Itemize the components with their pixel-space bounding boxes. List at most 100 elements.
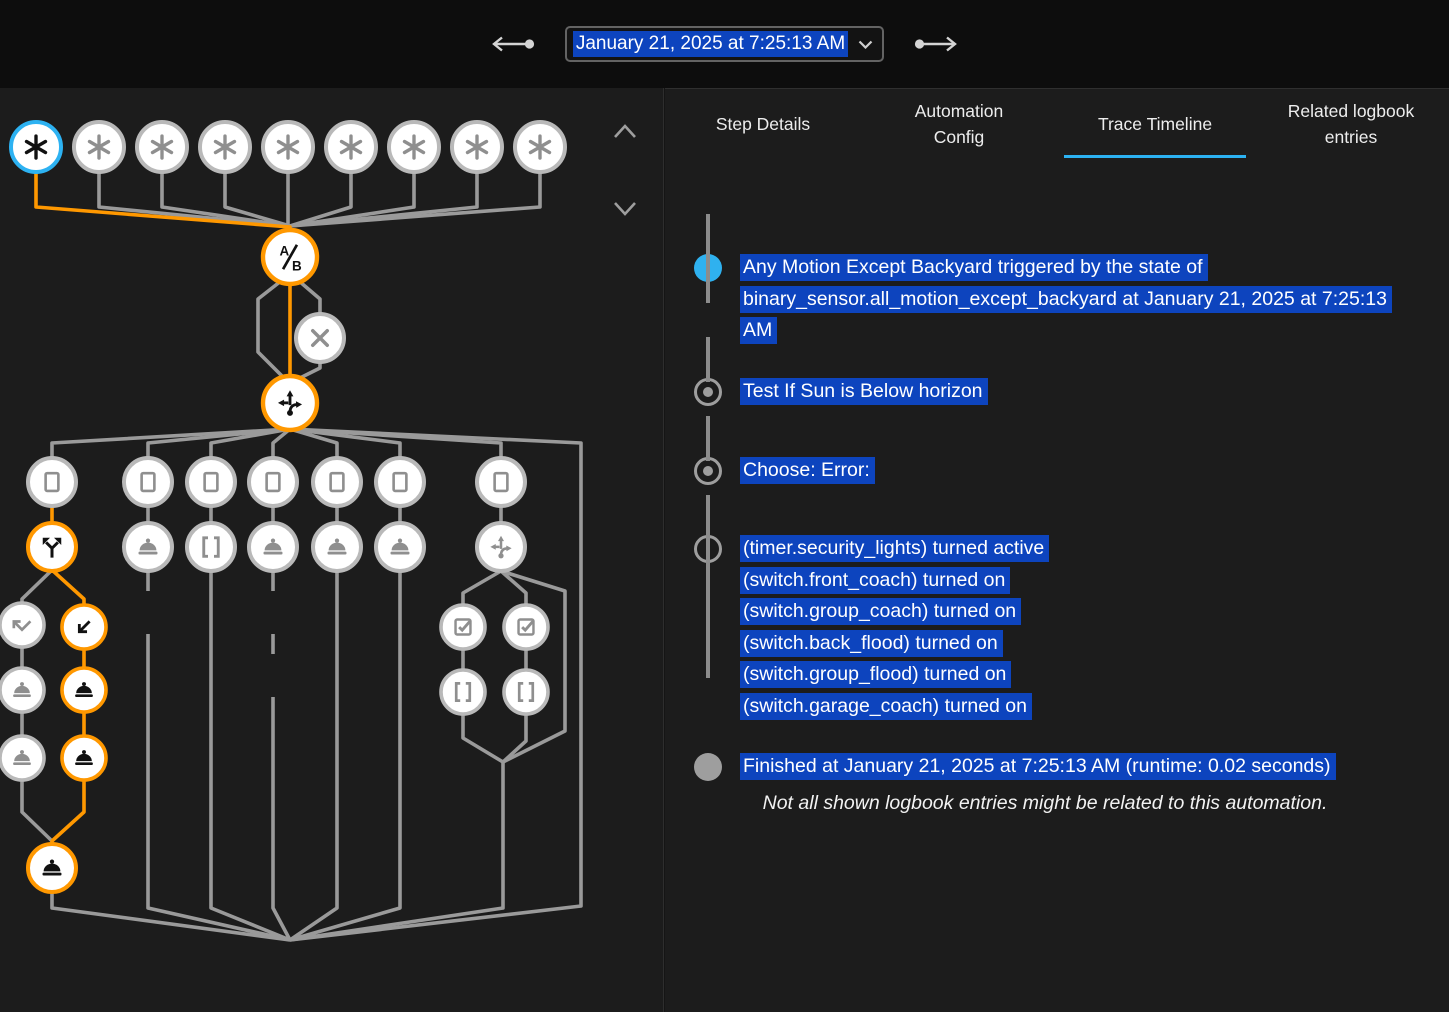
run-date-select[interactable]: January 21, 2025 at 7:25:13 AM	[564, 26, 885, 62]
graph-node-trigger-6[interactable]	[324, 120, 378, 174]
graph-node-trigger-8[interactable]	[450, 120, 504, 174]
tab-automation-config[interactable]: Automation Config	[914, 101, 1004, 147]
timeline-connector-line	[706, 214, 710, 303]
bell-icon	[263, 538, 283, 555]
graph-node-trigger-2[interactable]	[72, 120, 126, 174]
graph-node-inner-condition-2[interactable]	[502, 603, 550, 651]
graph-node-choose-node[interactable]	[260, 373, 320, 433]
checkbox-icon	[517, 618, 535, 636]
graph-node-option-7[interactable]	[475, 456, 527, 508]
scroll-up-chevron-icon[interactable]	[614, 124, 636, 138]
graph-node-inner-condition-1[interactable]	[439, 603, 487, 651]
graph-node-service-call-5[interactable]	[311, 521, 363, 573]
graph-node-trigger-9[interactable]	[513, 120, 567, 174]
timeline-entry-text: Any Motion Except Backyard triggered by …	[740, 252, 1392, 347]
trace-path	[223, 171, 291, 228]
timeline-entry-text: Choose: Error:	[740, 455, 875, 487]
graph-node-option-1[interactable]	[26, 456, 78, 508]
bell-icon	[13, 750, 31, 765]
graph-node-call-split-active[interactable]	[26, 521, 78, 573]
graph-node-branch-missed[interactable]	[0, 601, 46, 649]
graph-node-service-active-1[interactable]	[60, 666, 108, 714]
timeline-connector-line	[706, 337, 710, 382]
trace-path	[50, 427, 291, 459]
trace-path	[209, 571, 291, 942]
tab-trace-timeline[interactable]: Trace Timeline	[1057, 89, 1253, 159]
trace-graph-canvas: AB	[0, 120, 636, 942]
radio-dot-icon	[694, 457, 722, 485]
trace-path	[271, 427, 292, 459]
trace-path	[97, 171, 291, 228]
trace-path	[499, 569, 528, 604]
bell-icon	[138, 538, 158, 555]
graph-node-service-call-2[interactable]	[122, 521, 174, 573]
tab-related-logbook[interactable]: Related logbook entries	[1287, 101, 1415, 147]
asterisk-icon	[465, 134, 489, 160]
ab-icon: AB	[280, 244, 302, 274]
graph-node-option-2[interactable]	[122, 456, 174, 508]
bell-icon	[13, 682, 31, 697]
trace-path	[289, 571, 402, 942]
graph-node-inner-choose[interactable]	[475, 521, 527, 573]
graph-node-inner-sequence-1[interactable]	[439, 668, 487, 716]
square-icon	[329, 471, 345, 493]
graph-node-trigger-7[interactable]	[387, 120, 441, 174]
graph-node-branch-taken-arrow[interactable]	[60, 603, 108, 651]
previous-run-button[interactable]	[485, 32, 539, 56]
graph-node-option-6[interactable]	[374, 456, 426, 508]
checkbox-icon	[454, 618, 472, 636]
graph-node-trigger-3[interactable]	[135, 120, 189, 174]
arrow-bl-icon	[77, 620, 91, 634]
graph-node-service-call-6[interactable]	[374, 521, 426, 573]
graph-node-sequence-3[interactable]	[185, 521, 237, 573]
trace-path	[289, 427, 583, 942]
trace-path	[289, 762, 505, 942]
asterisk-icon	[150, 134, 174, 160]
graph-node-service-left-1[interactable]	[0, 666, 46, 714]
square-icon	[44, 471, 60, 493]
trace-path	[50, 892, 291, 942]
graph-node-trigger-1-selected[interactable]	[9, 120, 63, 174]
graph-node-option-3[interactable]	[185, 456, 237, 508]
graph-node-service-merge-active[interactable]	[26, 842, 78, 894]
asterisk-icon	[276, 134, 300, 160]
chevron-down-icon	[858, 40, 873, 49]
svg-text:A: A	[280, 244, 290, 259]
close-icon	[310, 328, 329, 347]
trace-path	[146, 427, 291, 459]
scroll-down-chevron-icon[interactable]	[614, 202, 636, 216]
trace-path	[297, 279, 322, 315]
graph-node-service-left-2[interactable]	[0, 734, 46, 782]
timeline-entry-text: Test If Sun is Below horizon	[740, 376, 988, 408]
graph-node-trigger-4[interactable]	[198, 120, 252, 174]
trace-path	[20, 779, 54, 843]
next-run-button[interactable]	[910, 32, 964, 56]
graph-node-option-5[interactable]	[311, 456, 363, 508]
graph-node-condition-ab[interactable]: AB	[260, 227, 320, 287]
bell-icon	[42, 859, 62, 876]
graph-node-service-active-2[interactable]	[60, 734, 108, 782]
trace-tabs: Step Details Automation Config Trace Tim…	[665, 89, 1449, 159]
graph-node-condition-failed-x[interactable]	[294, 312, 346, 364]
trace-path	[256, 279, 289, 383]
svg-text:B: B	[292, 259, 302, 274]
trace-run-header: January 21, 2025 at 7:25:13 AM	[0, 0, 1449, 88]
bell-icon	[390, 538, 410, 555]
graph-node-trigger-5[interactable]	[261, 120, 315, 174]
graph-node-service-call-4[interactable]	[247, 521, 299, 573]
trace-path	[20, 568, 54, 604]
asterisk-icon	[402, 134, 426, 160]
bell-icon	[327, 538, 347, 555]
timeline-connector-line	[706, 495, 710, 678]
timeline-connector-line	[706, 416, 710, 461]
trace-path	[289, 171, 542, 228]
brackets-icon	[517, 682, 535, 702]
graph-node-option-4[interactable]	[247, 456, 299, 508]
square-icon	[493, 471, 509, 493]
trace-path	[289, 427, 339, 459]
trace-path	[461, 714, 504, 764]
trace-path	[289, 171, 416, 228]
tab-step-details[interactable]: Step Details	[715, 114, 811, 134]
bell-icon	[75, 682, 93, 697]
graph-node-inner-sequence-2[interactable]	[502, 668, 550, 716]
